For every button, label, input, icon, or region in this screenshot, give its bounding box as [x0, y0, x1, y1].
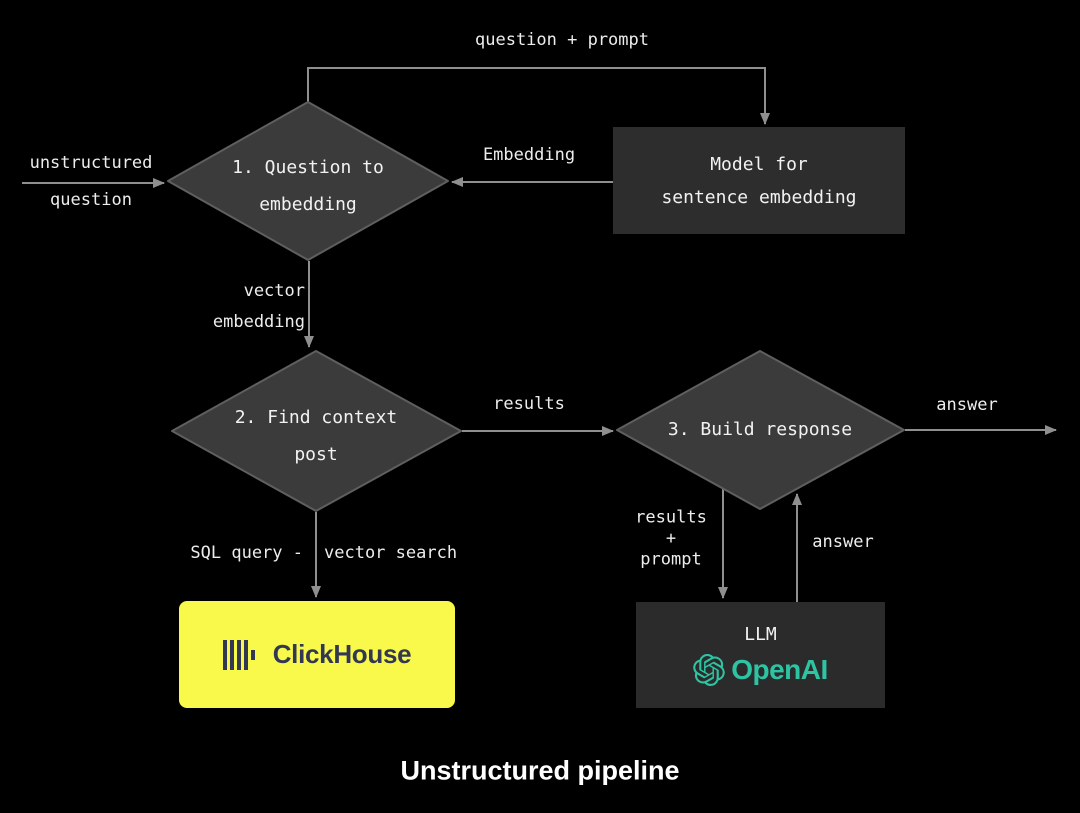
edge-label-answer-back: answer	[812, 531, 874, 552]
edge-label-sql-query: SQL query -	[190, 542, 303, 563]
edge-label-vector-embedding: vector embedding	[212, 281, 305, 332]
node-question-to-embedding-shape	[167, 101, 449, 261]
openai-logo-icon	[693, 654, 725, 686]
clickhouse-box: ClickHouse	[179, 601, 455, 708]
node-find-context-post-label: 2. Find context post	[234, 407, 398, 465]
openai-label: OpenAI	[731, 654, 828, 685]
edge-question-prompt-to-model	[307, 67, 770, 125]
edge-label-unstructured-question: unstructured question	[29, 153, 153, 210]
node-question-to-embedding-label: 1. Question to embedding	[232, 157, 384, 215]
edge-label-vector-search: vector search	[324, 542, 458, 563]
clickhouse-label: ClickHouse	[272, 639, 412, 669]
edge-label-results: results	[493, 393, 565, 414]
node-build-response-shape	[616, 350, 905, 510]
diagram-title: Unstructured pipeline	[400, 755, 680, 786]
llm-box: LLM OpenAI	[636, 602, 885, 708]
model-sentence-embedding-box: Model for sentence embedding	[613, 127, 905, 234]
node-find-context-post-shape	[171, 350, 462, 512]
edge-label-results-prompt: results + prompt	[635, 507, 707, 570]
node-build-response-label: 3. Build response	[667, 419, 853, 441]
edge-label-question-prompt: question + prompt	[475, 29, 649, 50]
edge-label-embedding: Embedding	[482, 144, 576, 165]
clickhouse-logo-icon	[222, 639, 255, 670]
model-sentence-embedding-label: Model for sentence embedding	[661, 153, 857, 208]
openai-brand-row: OpenAI	[693, 654, 828, 686]
llm-label: LLM	[744, 624, 777, 645]
edge-label-answer-out: answer	[936, 394, 998, 415]
